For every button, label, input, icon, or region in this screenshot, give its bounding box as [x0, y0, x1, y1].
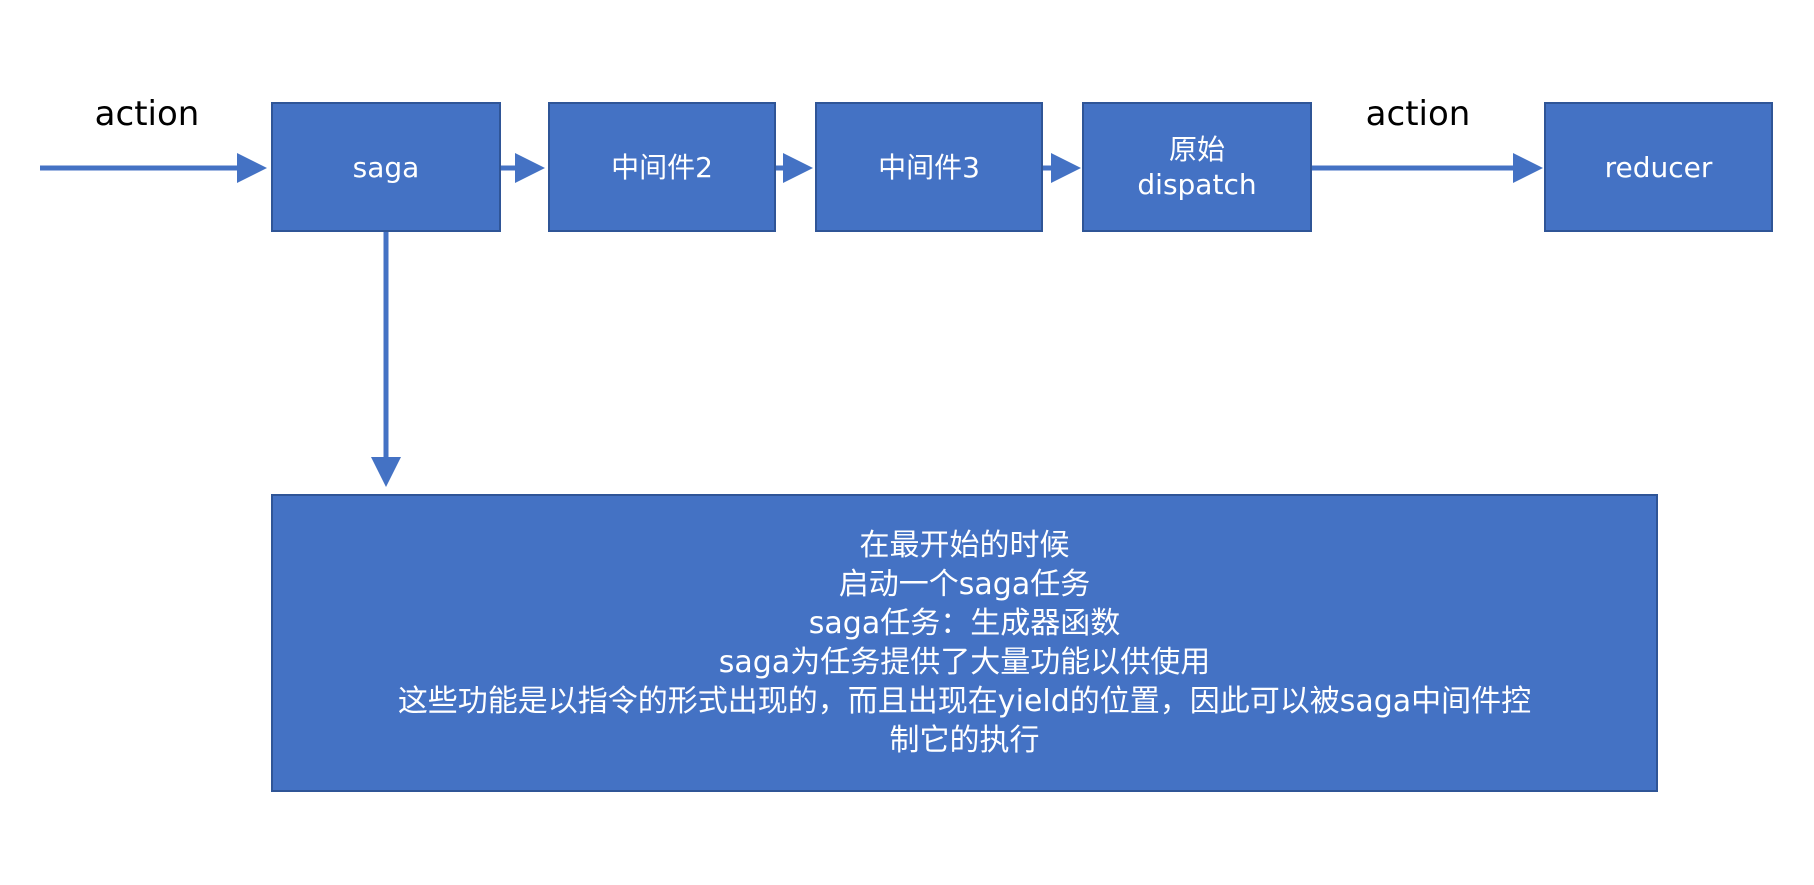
node-middleware3: 中间件3: [815, 102, 1043, 232]
note-line: saga任务：生成器函数: [808, 606, 1121, 641]
saga-note-box: 在最开始的时候 启动一个saga任务 saga任务：生成器函数 saga为任务提…: [271, 494, 1658, 792]
node-middleware3-label: 中间件3: [878, 150, 980, 184]
node-dispatch-label-1: 原始: [1168, 133, 1225, 166]
action-label-out: action: [1365, 94, 1471, 134]
node-reducer-label: reducer: [1604, 150, 1713, 184]
node-dispatch: 原始 dispatch: [1082, 102, 1312, 232]
node-middleware2: 中间件2: [548, 102, 776, 232]
node-reducer: reducer: [1544, 102, 1773, 232]
action-label-in: action: [94, 94, 200, 134]
note-line: saga为任务提供了大量功能以供使用: [718, 645, 1211, 680]
note-line: 启动一个saga任务: [838, 567, 1091, 602]
note-line: 在最开始的时候: [859, 528, 1070, 563]
node-saga: saga: [271, 102, 501, 232]
node-middleware2-label: 中间件2: [611, 150, 713, 184]
note-line: 这些功能是以指令的形式出现的，而且出现在yield的位置，因此可以被saga中间…: [397, 684, 1532, 719]
node-saga-label: saga: [352, 150, 420, 184]
node-dispatch-label-2: dispatch: [1137, 168, 1257, 201]
note-line: 制它的执行: [889, 723, 1040, 758]
